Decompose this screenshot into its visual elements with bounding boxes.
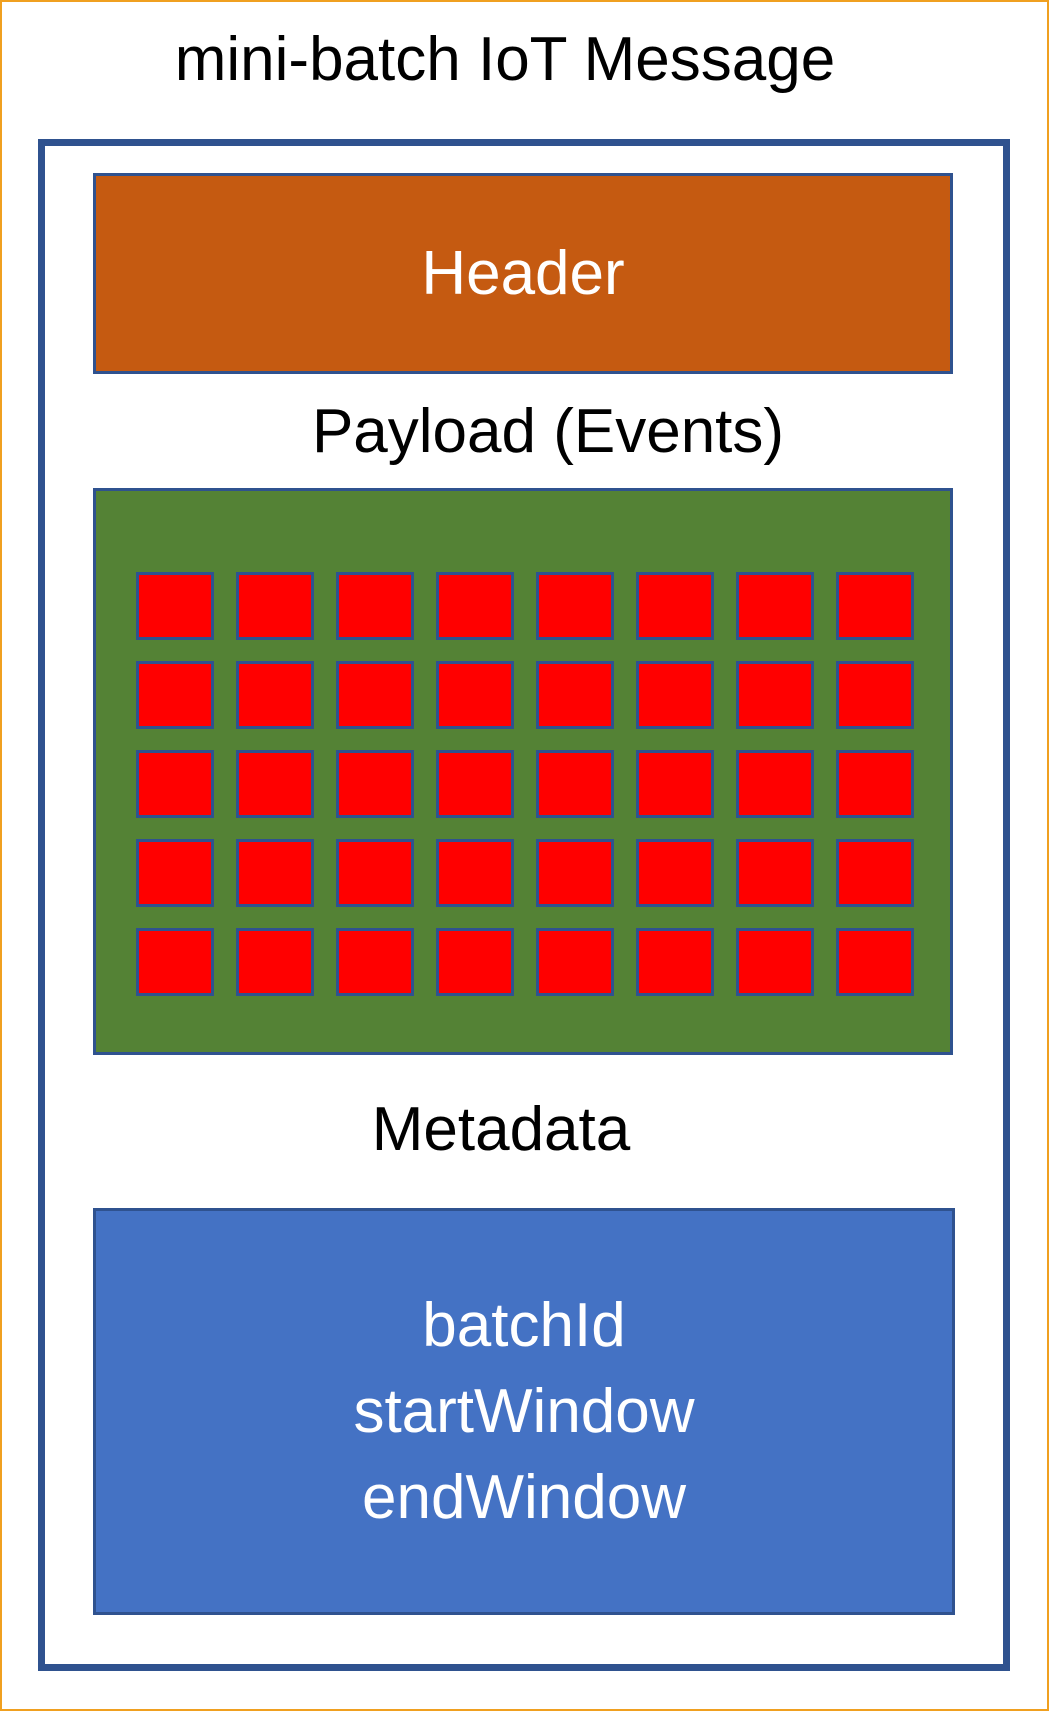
event-cell	[536, 750, 614, 818]
event-cell	[436, 839, 514, 907]
event-cell	[736, 572, 814, 640]
event-cell	[136, 839, 214, 907]
event-cell	[236, 839, 314, 907]
event-cell	[236, 750, 314, 818]
event-cell	[336, 661, 414, 729]
event-cell	[436, 661, 514, 729]
event-cell	[136, 750, 214, 818]
header-label: Header	[421, 239, 625, 308]
event-cell	[236, 572, 314, 640]
event-cell	[536, 572, 614, 640]
payload-block	[93, 488, 953, 1055]
event-cell	[436, 750, 514, 818]
event-cell	[636, 661, 714, 729]
event-cell	[336, 839, 414, 907]
metadata-label: Metadata	[371, 1095, 631, 1164]
event-cell	[836, 750, 914, 818]
event-cell	[136, 661, 214, 729]
diagram-title: mini-batch IoT Message	[174, 25, 836, 94]
event-cell	[236, 928, 314, 996]
event-cell	[136, 572, 214, 640]
event-cell	[636, 572, 714, 640]
event-cell	[636, 839, 714, 907]
event-cell	[336, 928, 414, 996]
metadata-field-start-window: startWindow	[353, 1376, 695, 1446]
event-cell	[736, 661, 814, 729]
event-cell	[536, 928, 614, 996]
metadata-field-batch-id: batchId	[422, 1290, 626, 1360]
event-cell	[836, 839, 914, 907]
event-cell	[536, 661, 614, 729]
event-cell	[736, 928, 814, 996]
event-cell	[636, 750, 714, 818]
event-cell	[336, 572, 414, 640]
event-cell	[436, 572, 514, 640]
event-cell	[636, 928, 714, 996]
event-cell	[736, 750, 814, 818]
metadata-field-end-window: endWindow	[362, 1462, 686, 1532]
event-cell	[136, 928, 214, 996]
metadata-block: batchId startWindow endWindow	[93, 1208, 955, 1615]
event-cell	[536, 839, 614, 907]
event-cell	[736, 839, 814, 907]
header-block: Header	[93, 173, 953, 374]
event-cell	[836, 661, 914, 729]
event-cell	[236, 661, 314, 729]
event-cell	[436, 928, 514, 996]
event-cell	[336, 750, 414, 818]
payload-label: Payload (Events)	[311, 397, 785, 466]
event-cell	[836, 928, 914, 996]
event-grid	[136, 572, 914, 996]
event-cell	[836, 572, 914, 640]
